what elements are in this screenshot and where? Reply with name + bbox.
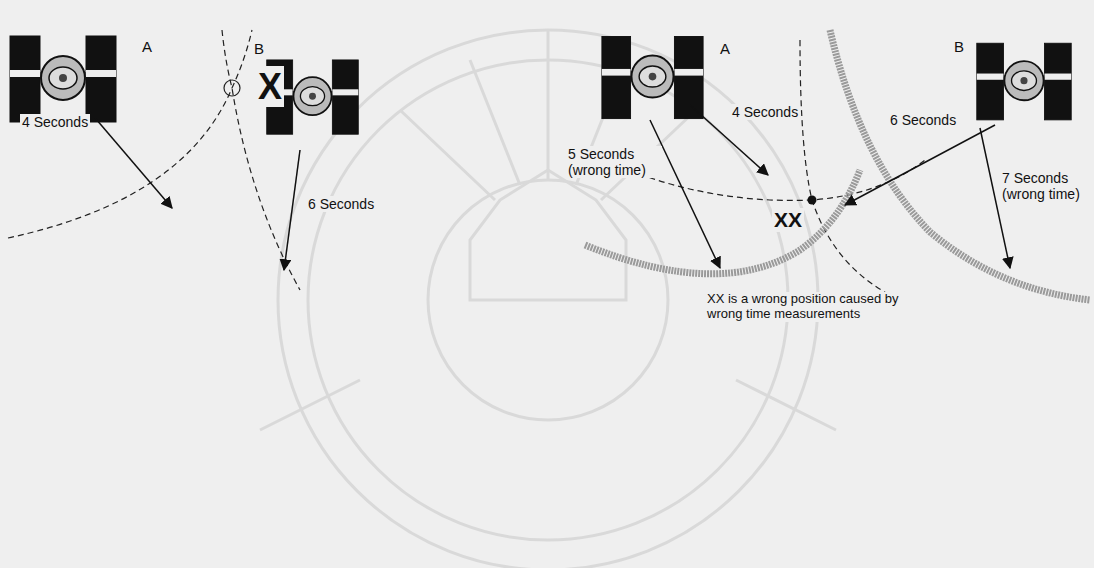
satellite [10, 36, 116, 122]
signal-arrow [284, 150, 300, 270]
satellite [977, 43, 1071, 120]
wrong-range-arc [830, 30, 1090, 300]
signal-arrow [845, 125, 995, 205]
time-label: 4 Seconds [20, 114, 90, 130]
range-arc [8, 30, 252, 238]
satellite-letter: A [718, 40, 732, 57]
time-label: 4 Seconds [730, 104, 800, 120]
signal-arrow [90, 112, 172, 208]
position-circle [224, 80, 240, 96]
range-arc [222, 30, 300, 290]
satellite-letter: B [952, 38, 966, 55]
satellite [602, 36, 703, 118]
time-label: 6 Seconds [306, 196, 376, 212]
true-position-dot [808, 196, 817, 205]
note-text: XX is a wrong position caused by wrong t… [705, 292, 934, 322]
satellite-letter: B [252, 40, 266, 57]
time-label: 5 Seconds (wrong time) [566, 146, 662, 178]
satellite-letter: A [140, 38, 154, 55]
time-label: 6 Seconds [888, 112, 958, 128]
wrong-range-arc [585, 170, 860, 274]
left-panel [8, 30, 358, 290]
position-mark: X [256, 66, 284, 107]
time-label: 7 Seconds (wrong time) [1000, 170, 1088, 202]
position-mark: XX [772, 208, 804, 232]
signal-arrow [650, 120, 720, 268]
